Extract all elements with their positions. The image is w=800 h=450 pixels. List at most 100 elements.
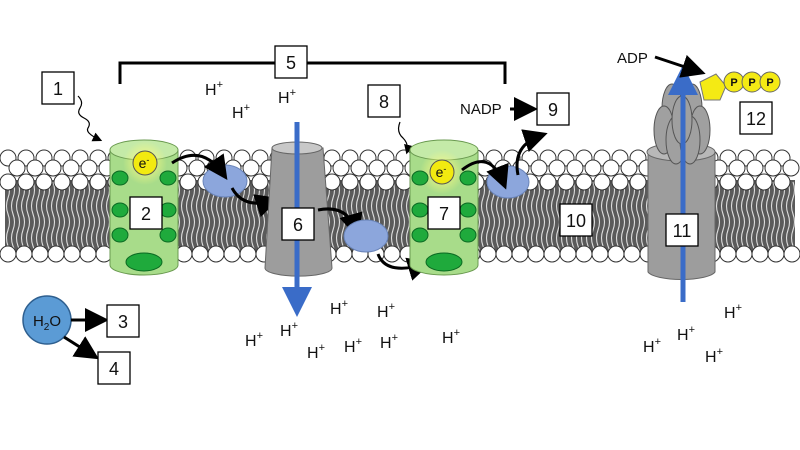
chlorophyll-dot: [111, 170, 129, 186]
lipid-tail: [190, 181, 196, 259]
label-box-12: 12: [739, 101, 773, 135]
lipid-head: [566, 159, 584, 177]
label-number: 8: [379, 92, 389, 112]
label-box-frame: [367, 84, 401, 118]
lipid-head: [332, 159, 350, 177]
water-label: H2O: [33, 313, 61, 333]
nadp-label: NADP: [460, 101, 502, 118]
proton-label: H+: [344, 336, 362, 356]
lipid-head: [495, 245, 513, 263]
lipid-head: [728, 159, 746, 177]
label-number: 9: [548, 100, 558, 120]
electron-carrier: [486, 165, 530, 199]
lipid-head: [782, 159, 800, 177]
lipid-head: [341, 173, 359, 191]
phosphate-label: P: [748, 77, 755, 89]
label-box-frame: [739, 101, 773, 135]
electron: [132, 150, 158, 176]
lipid-tail: [330, 181, 336, 259]
label-box-2: 2: [129, 196, 163, 230]
lipid-head: [479, 245, 497, 263]
lipid-tail: [75, 181, 81, 259]
lipid-tail: [15, 181, 21, 259]
phosphate-circle: [759, 71, 781, 93]
lipid-head: [191, 245, 209, 263]
electron-flow-arrow: [515, 129, 548, 176]
lipid-head: [35, 173, 53, 191]
lipid-head: [591, 245, 609, 263]
lipid-head: [15, 245, 33, 263]
lipid-head: [188, 159, 206, 177]
light-wavy-arrow: [77, 95, 103, 142]
lipid-head: [383, 245, 401, 263]
lipid-head: [511, 245, 529, 263]
label-box-5: 5: [274, 45, 308, 79]
lipid-tail: [540, 181, 546, 259]
proton-label: H+: [724, 302, 742, 322]
lipid-tail: [380, 181, 386, 259]
lipid-head: [239, 245, 257, 263]
proton-label: H+: [330, 298, 348, 318]
label-box-11: 11: [665, 213, 699, 247]
chlorophyll-dot: [459, 227, 477, 243]
lipid-tail: [490, 181, 496, 259]
lipid-tail: [735, 181, 741, 259]
label-number: 12: [746, 109, 766, 129]
phosphate-group: P: [759, 71, 781, 93]
chlorophyll-dot: [159, 227, 177, 243]
lipid-head: [62, 159, 80, 177]
chlorophyll-dot: [111, 227, 129, 243]
lipid-head: [0, 173, 17, 191]
lipid-head: [737, 173, 755, 191]
lipid-tail: [525, 181, 531, 259]
proton-label: H+: [705, 346, 723, 366]
label-number: 7: [439, 204, 449, 224]
lipid-head: [557, 173, 575, 191]
phosphate-label: P: [766, 77, 773, 89]
label-box-frame: [274, 45, 308, 79]
label-number: 3: [118, 312, 128, 332]
lipid-head: [593, 173, 611, 191]
proton-label: H+: [307, 342, 325, 362]
label-box-8: 8: [367, 84, 401, 118]
label-box-3: 3: [106, 304, 140, 338]
lipid-head: [207, 245, 225, 263]
proton-label: H+: [278, 87, 296, 107]
chlorophyll-dot: [411, 170, 429, 186]
lipid-head: [629, 173, 647, 191]
water-molecule: [22, 295, 72, 345]
lipid-head: [368, 159, 386, 177]
lipid-head: [746, 159, 764, 177]
lipid-head: [602, 159, 620, 177]
chlorophyll-dot: [459, 170, 477, 186]
phosphate-group: P: [723, 71, 745, 93]
lipid-tail: [605, 181, 611, 259]
label-box-frame: [559, 203, 593, 237]
lipid-head: [611, 173, 629, 191]
lipid-tail: [10, 181, 16, 259]
lipid-head: [223, 245, 241, 263]
label-number: 2: [141, 204, 151, 224]
lipid-head: [735, 245, 753, 263]
label-box-4: 4: [97, 351, 131, 385]
lipid-tail: [335, 181, 341, 259]
chlorophyll-dot: [159, 170, 177, 186]
lipid-head: [755, 173, 773, 191]
lipid-tail: [620, 181, 626, 259]
label-box-frame: [129, 196, 163, 230]
proton-label: H+: [377, 301, 395, 321]
lipid-head: [79, 245, 97, 263]
lipid-head: [251, 173, 269, 191]
light-wavy-arrow: [397, 121, 414, 155]
lipid-head: [773, 173, 791, 191]
lipid-tail: [780, 181, 786, 259]
label-number: 4: [109, 359, 119, 379]
lipid-head: [80, 159, 98, 177]
lipid-head: [53, 173, 71, 191]
label-number: 5: [286, 53, 296, 73]
lipid-head: [530, 159, 548, 177]
lipid-head: [63, 245, 81, 263]
label-box-frame: [41, 71, 75, 105]
label-box-frame: [106, 304, 140, 338]
proton-label: H+: [205, 79, 223, 99]
